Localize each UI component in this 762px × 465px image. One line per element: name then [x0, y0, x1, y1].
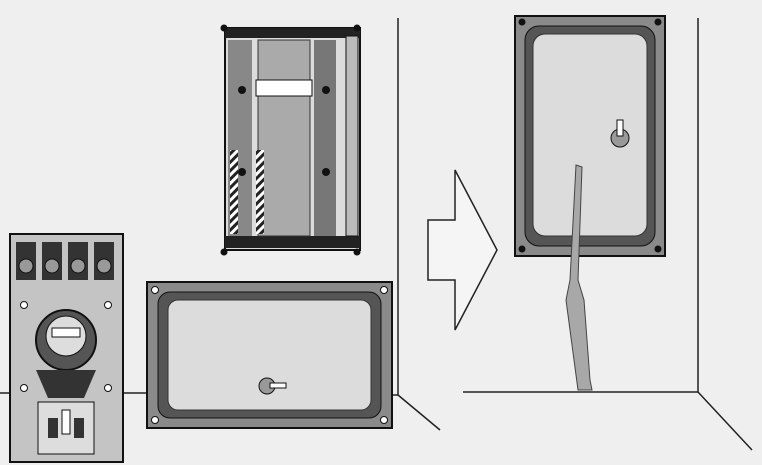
open-cabinet	[220, 24, 361, 256]
closed-box	[146, 281, 393, 429]
right-room-lines	[463, 18, 753, 451]
mounted-box	[514, 15, 666, 257]
circuit-breakers	[16, 242, 114, 280]
electric-meter-panel	[9, 233, 124, 463]
transition-arrow	[427, 169, 498, 331]
rifle	[565, 164, 593, 391]
